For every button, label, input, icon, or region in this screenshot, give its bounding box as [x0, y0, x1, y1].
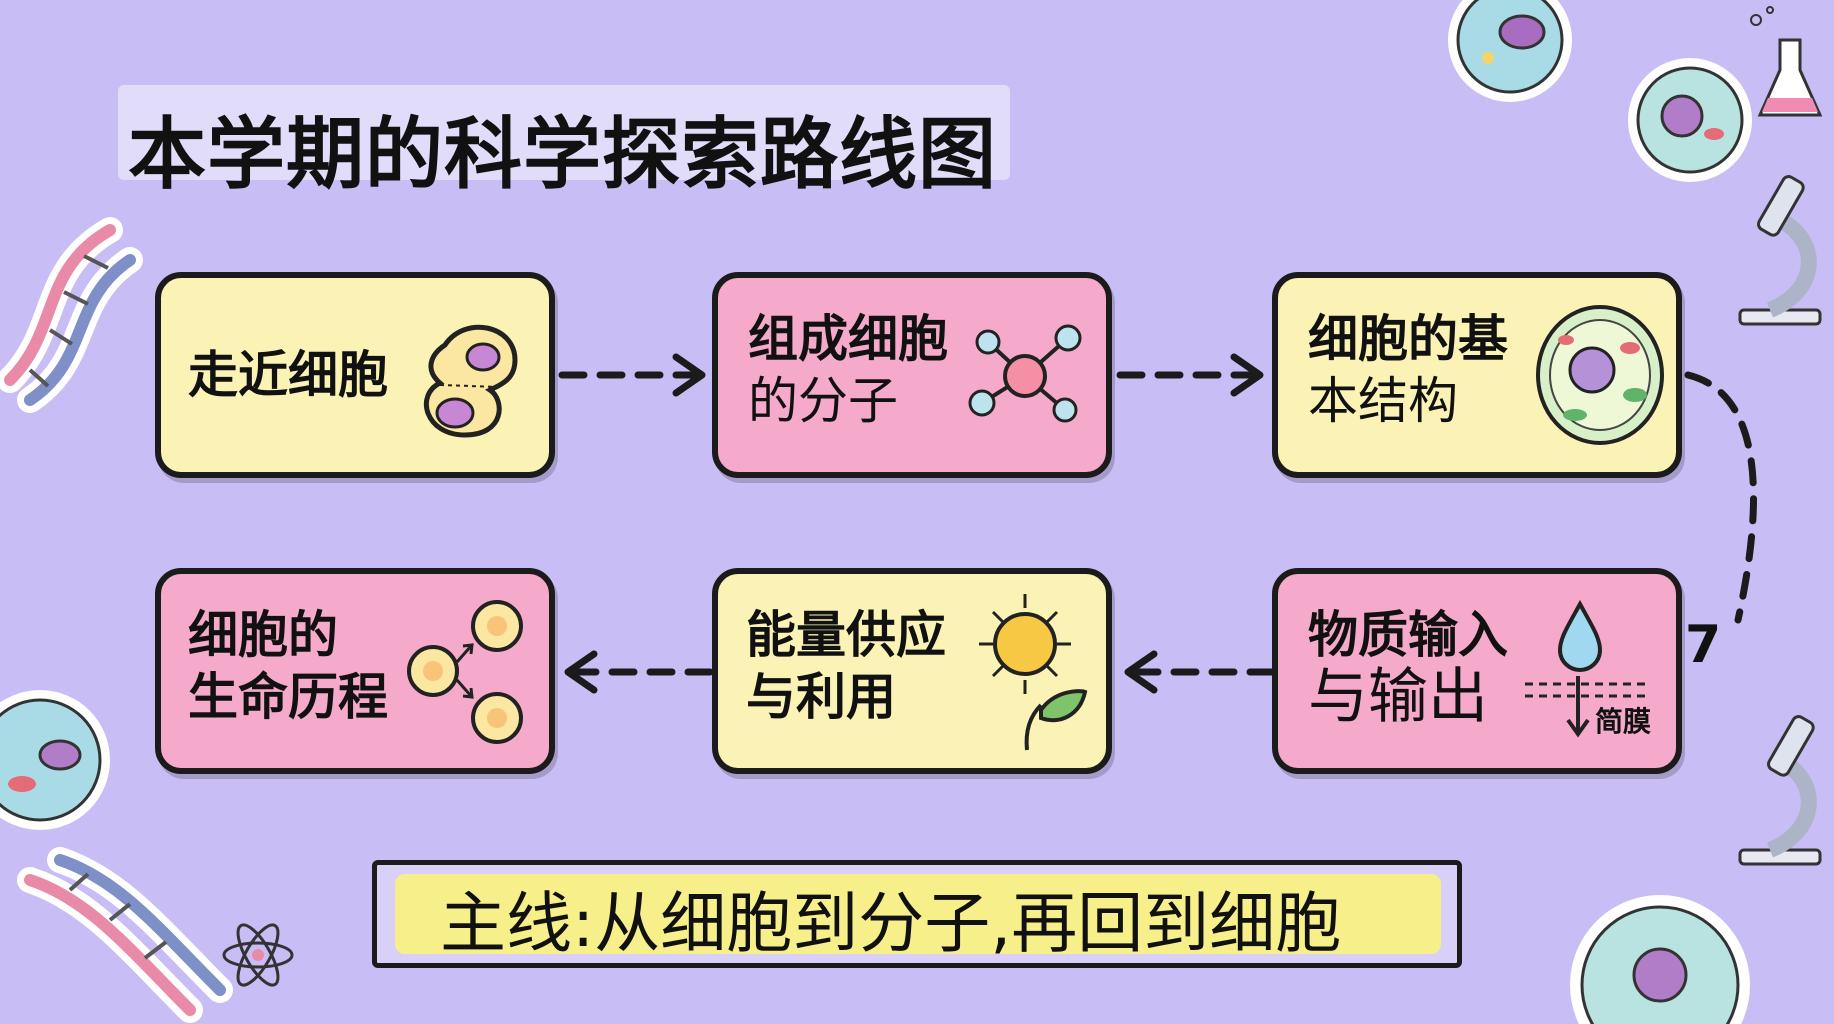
summary-text: 主线:从细胞到分子,再回到细胞: [440, 885, 1342, 962]
step-3-line2: 本结构: [1308, 372, 1458, 430]
step-4-label: 物质输入 与输出: [1308, 604, 1508, 728]
molecule-icon: [968, 324, 1082, 423]
cell-structure-icon: [1536, 305, 1664, 445]
stray-number-label: 7: [1685, 615, 1722, 675]
step-4-line1: 物质输入: [1308, 606, 1508, 664]
step-3-label: 细胞的基 本结构: [1308, 308, 1508, 432]
step-6-line1: 细胞的: [188, 606, 338, 664]
microscope-icon: [1738, 715, 1822, 866]
step-3-line1: 细胞的基: [1308, 310, 1508, 368]
step-5-label: 能量供应 与利用: [746, 604, 946, 728]
step-2-line1: 组成细胞: [748, 310, 948, 368]
step-2-line2: 的分子: [748, 372, 898, 430]
step-1-label: 走近细胞: [188, 344, 388, 406]
arrow-left-2: [564, 650, 714, 694]
step-6-label: 细胞的 生命历程: [188, 604, 388, 728]
dna-icon: [0, 217, 143, 413]
step-1-line1: 走近细胞: [188, 346, 388, 404]
arrow-right-2: [1116, 353, 1264, 397]
cell-sticker-icon: [1628, 58, 1752, 182]
step-6-line2: 生命历程: [188, 668, 388, 726]
step-box-5: [712, 568, 1112, 774]
atom-icon: [222, 923, 294, 987]
arrow-curve-down: [1684, 371, 1758, 624]
sun-leaf-icon: [979, 594, 1088, 751]
page-title: 本学期的科学探索路线图: [128, 110, 998, 200]
cell-division-icon: [407, 600, 523, 744]
water-drop-membrane-icon: [1525, 599, 1650, 738]
step-2-label: 组成细胞 的分子: [748, 308, 948, 432]
cell-sticker-icon: [1570, 895, 1750, 1024]
dividing-cell-icon: [423, 324, 518, 438]
step-5-line2: 与利用: [746, 668, 896, 726]
membrane-annotation: 简膜: [1595, 705, 1652, 738]
title-background: [118, 85, 1010, 180]
cell-sticker-icon: [1448, 0, 1572, 102]
flask-icon: [1750, 6, 1823, 117]
arrow-right-1: [558, 353, 706, 397]
arrow-left-1: [1124, 650, 1276, 694]
summary-highlight: [395, 874, 1441, 954]
dna-icon: [17, 847, 233, 1023]
step-box-4: [1272, 568, 1682, 774]
step-4-line2: 与输出: [1308, 662, 1488, 732]
step-5-line1: 能量供应: [746, 606, 946, 664]
microscope-icon: [1738, 175, 1822, 326]
cell-sticker-icon: [0, 690, 110, 830]
